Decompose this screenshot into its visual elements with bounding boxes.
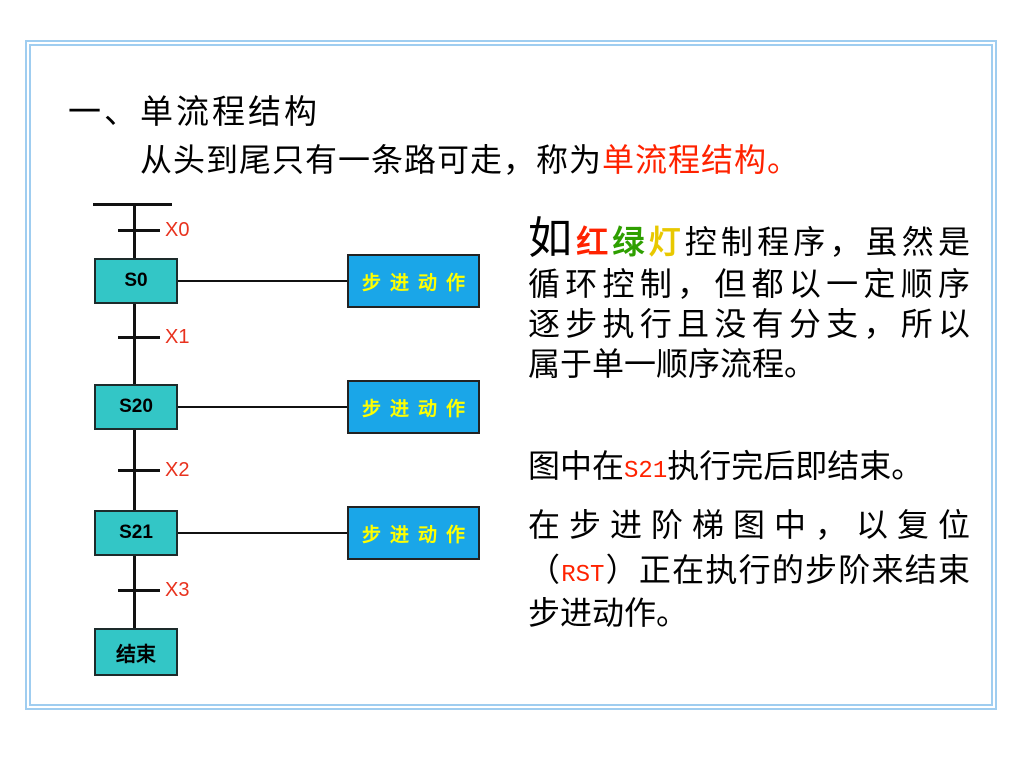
transition-label-x3: X3: [165, 579, 190, 601]
paragraph-1-line-3: 逐步执行且没有分支，所以: [528, 305, 970, 343]
paragraph-2-line: 图中在S21执行完后即结束。: [528, 446, 970, 486]
transition-label-x0: X0: [165, 219, 190, 241]
action-box-s21: 步进动作: [347, 506, 480, 560]
lead-character: 如: [528, 213, 577, 264]
slide-title: 一、单流程结构: [68, 92, 320, 131]
description-paragraph-2: 图中在S21执行完后即结束。: [528, 446, 970, 486]
green-character: 绿: [612, 223, 649, 261]
slide-subtitle: 从头到尾只有一条路可走，称为单流程结构。: [140, 140, 800, 180]
paragraph-3-line-2-after: ）正在执行的步阶来结束: [604, 551, 970, 589]
transition-label-x2: X2: [165, 459, 190, 481]
description-paragraph-1: 如红绿灯控制程序，虽然是 循环控制，但都以一定顺序 逐步执行且没有分支，所以 属…: [528, 214, 970, 384]
step-action-connector-s20: [178, 406, 347, 408]
paragraph-1-line-4: 属于单一顺序流程。: [528, 345, 817, 383]
paragraph-2-after: 执行完后即结束。: [667, 447, 924, 485]
initial-rail-line: [93, 203, 172, 206]
reset-instruction-ref: RST: [561, 562, 605, 589]
transition-bar-x3: [118, 589, 160, 592]
transition-bar-x0: [118, 229, 160, 232]
end-step-box: 结束: [94, 628, 178, 676]
transition-bar-x2: [118, 469, 160, 472]
paragraph-3-line-3: 步进动作。: [528, 594, 689, 632]
step-action-connector-s21: [178, 532, 347, 534]
slide-border-frame: [25, 40, 997, 710]
paragraph-3-line-2-before: （: [528, 551, 562, 589]
step-box-s0: S0: [94, 258, 178, 304]
transition-label-x1: X1: [165, 326, 190, 348]
yellow-character: 灯: [648, 223, 685, 261]
action-box-s0: 步进动作: [347, 254, 480, 308]
paragraph-1-line-2: 循环控制，但都以一定顺序: [528, 265, 970, 303]
subtitle-text: 从头到尾只有一条路可走，称为: [140, 141, 603, 179]
subtitle-highlight: 单流程结构。: [602, 141, 801, 179]
paragraph-2-step-ref: S21: [624, 458, 668, 485]
paragraph-3-line-1: 在步进阶梯图中，以复位: [528, 506, 970, 544]
transition-bar-x1: [118, 336, 160, 339]
paragraph-3-line-2: （RST）正在执行的步阶来结束: [528, 547, 970, 593]
step-action-connector-s0: [178, 280, 347, 282]
step-box-s20: S20: [94, 384, 178, 430]
step-box-s21: S21: [94, 510, 178, 556]
red-character: 红: [576, 223, 613, 261]
paragraph-1-line-1: 如红绿灯控制程序，虽然是: [528, 214, 970, 264]
description-paragraph-3: 在步进阶梯图中，以复位 （RST）正在执行的步阶来结束 步进动作。: [528, 503, 970, 633]
action-box-s20: 步进动作: [347, 380, 480, 434]
sfc-diagram: X0 X1 X2 X3 S0 S20 S21 结束 步进动作 步进动作 步进动作: [90, 195, 490, 685]
paragraph-1-line-1-text: 控制程序，虽然是: [684, 223, 970, 261]
paragraph-2-before: 图中在: [528, 447, 625, 485]
